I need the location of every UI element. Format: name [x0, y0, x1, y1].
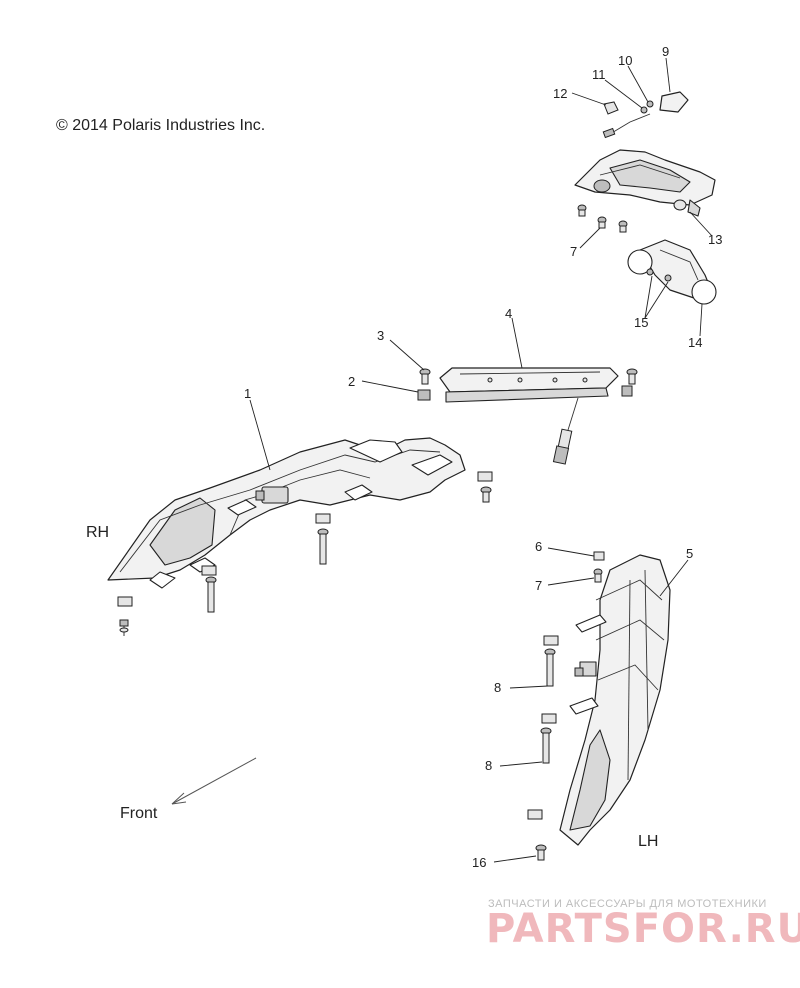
leader-lines: [249, 57, 713, 863]
rh-label: RH: [86, 524, 109, 541]
license-light-assembly: [574, 91, 716, 233]
rh-side-panel: [107, 437, 493, 636]
copyright-text: © 2014 Polaris Industries Inc.: [56, 117, 265, 134]
callout-7-lower: 7: [535, 578, 542, 593]
callout-2: 2: [348, 374, 355, 389]
callout-1: 1: [244, 386, 251, 401]
callout-8-lower: 8: [485, 758, 492, 773]
callout-10: 10: [618, 53, 632, 68]
callout-15: 15: [634, 315, 648, 330]
lh-label: LH: [638, 833, 658, 850]
callout-12: 12: [553, 86, 567, 101]
callout-13: 13: [708, 232, 722, 247]
callout-14: 14: [688, 335, 702, 350]
front-direction-arrow: [171, 757, 257, 805]
watermark-brand: PARTSFOR.RU: [486, 906, 800, 952]
callout-4: 4: [505, 306, 512, 321]
front-label: Front: [120, 805, 158, 822]
rear-light-bar: [417, 367, 638, 465]
callout-3: 3: [377, 328, 384, 343]
callout-5: 5: [686, 546, 693, 561]
callout-8-upper: 8: [494, 680, 501, 695]
callout-11: 11: [592, 67, 606, 82]
callout-16: 16: [472, 855, 486, 870]
callout-6: 6: [535, 539, 542, 554]
callout-7-upper: 7: [570, 244, 577, 259]
lh-side-panel: [527, 551, 671, 861]
license-plate-holder: [627, 239, 717, 305]
callout-9: 9: [662, 44, 669, 59]
watermark-tagline: ЗАПЧАСТИ И АКСЕССУАРЫ ДЛЯ МОТОТЕХНИКИ: [488, 898, 767, 910]
